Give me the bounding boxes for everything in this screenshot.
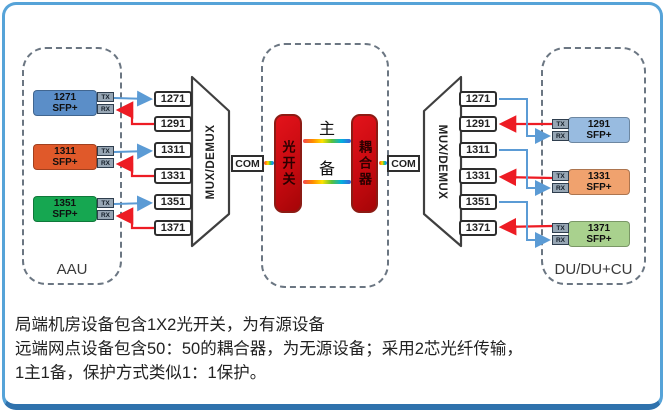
fiber-coupler-to-com — [379, 161, 387, 165]
tx-port-label: TX — [97, 198, 114, 208]
sfp-module-1331: 1331 SFP+ — [568, 169, 630, 195]
main-fiber — [303, 139, 351, 143]
sfp-module-1371: 1371 SFP+ — [568, 221, 630, 247]
tx-fiber — [113, 195, 153, 212]
sfp-module-1291: 1291 SFP+ — [568, 117, 630, 143]
main-path-label: 主 — [318, 121, 335, 138]
sfp-module-1271: 1271 SFP+ — [33, 90, 97, 116]
sfp-type: SFP+ — [52, 209, 78, 220]
tx-port-label: TX — [97, 92, 114, 102]
mux-port-right-1311: 1311 — [459, 142, 497, 158]
rx-port-label: RX — [97, 104, 114, 114]
sfp-module-1351: 1351 SFP+ — [33, 196, 97, 222]
mux-port-left-1331: 1331 — [154, 168, 192, 184]
note-line: 1主1备，保护方式类似1：1保护。 — [15, 364, 267, 382]
sfp-type: SFP+ — [586, 130, 612, 141]
sfp-type: SFP+ — [586, 182, 612, 193]
rx-fiber — [499, 201, 551, 248]
sfp-name: 1331 — [587, 171, 611, 182]
mux-port-left-1291: 1291 — [154, 116, 192, 132]
fiber-com-to-switch — [264, 161, 274, 165]
backup-fiber — [303, 180, 351, 184]
right-mux-label: MUX/DEMUX — [436, 124, 448, 200]
tx-port-label: TX — [552, 119, 569, 129]
rx-fiber — [499, 98, 551, 144]
sfp-type: SFP+ — [586, 234, 612, 245]
tx-fiber — [113, 143, 153, 160]
optical-switch-label: 光开关 — [280, 139, 296, 188]
rx-port-label: RX — [97, 210, 114, 220]
note-line: 局端机房设备包含1X2光开关，为有源设备 — [15, 316, 325, 334]
rx-fiber — [115, 207, 154, 230]
rx-port-label: RX — [97, 158, 114, 168]
description-notes: 局端机房设备包含1X2光开关，为有源设备 远端网点设备包含50：50的耦合器，为… — [15, 313, 660, 385]
mux-port-left-1311: 1311 — [154, 142, 192, 158]
sfp-name: 1351 — [53, 198, 77, 209]
du-label: DU/DU+CU — [554, 261, 633, 278]
sfp-name: 1371 — [587, 223, 611, 234]
sfp-name: 1271 — [53, 92, 77, 103]
mux-port-left-1371: 1371 — [154, 220, 192, 236]
sfp-type: SFP+ — [52, 103, 78, 114]
sfp-type: SFP+ — [52, 157, 78, 168]
rx-port-label: RX — [552, 235, 569, 245]
left-com-port: COM — [231, 155, 264, 172]
mux-port-right-1371: 1371 — [459, 220, 497, 236]
sfp-name: 1311 — [54, 146, 76, 157]
tx-port-label: TX — [552, 223, 569, 233]
rx-fiber — [115, 155, 154, 178]
sfp-module-1311: 1311 SFP+ — [33, 144, 97, 170]
rx-port-label: RX — [552, 183, 569, 193]
aau-label: AAU — [56, 261, 88, 278]
mux-port-left-1351: 1351 — [154, 194, 192, 210]
tx-fiber — [113, 90, 153, 107]
coupler: 耦合器 — [351, 114, 378, 213]
mux-port-right-1351: 1351 — [459, 194, 497, 210]
backup-path-label: 备 — [318, 161, 335, 178]
rx-fiber — [499, 149, 551, 196]
rx-port-label: RX — [552, 131, 569, 141]
mux-port-left-1271: 1271 — [154, 91, 192, 107]
left-mux-label: MUX/DEMUX — [205, 124, 217, 200]
right-com-port: COM — [387, 155, 420, 172]
note-line: 远端网点设备包含50：50的耦合器，为无源设备；采用2芯光纤传输， — [15, 340, 523, 358]
coupler-label: 耦合器 — [357, 139, 372, 188]
right-mux-trapezoid — [422, 75, 463, 248]
left-mux-trapezoid — [190, 75, 231, 248]
rx-fiber — [115, 101, 154, 126]
mux-port-right-1331: 1331 — [459, 168, 497, 184]
mux-port-right-1271: 1271 — [459, 91, 497, 107]
tx-port-label: TX — [552, 171, 569, 181]
sfp-name: 1291 — [587, 119, 611, 130]
du-group-box: DU/DU+CU — [541, 47, 646, 285]
tx-port-label: TX — [97, 146, 114, 156]
optical-switch: 光开关 — [274, 114, 302, 213]
mux-port-right-1291: 1291 — [459, 116, 497, 132]
